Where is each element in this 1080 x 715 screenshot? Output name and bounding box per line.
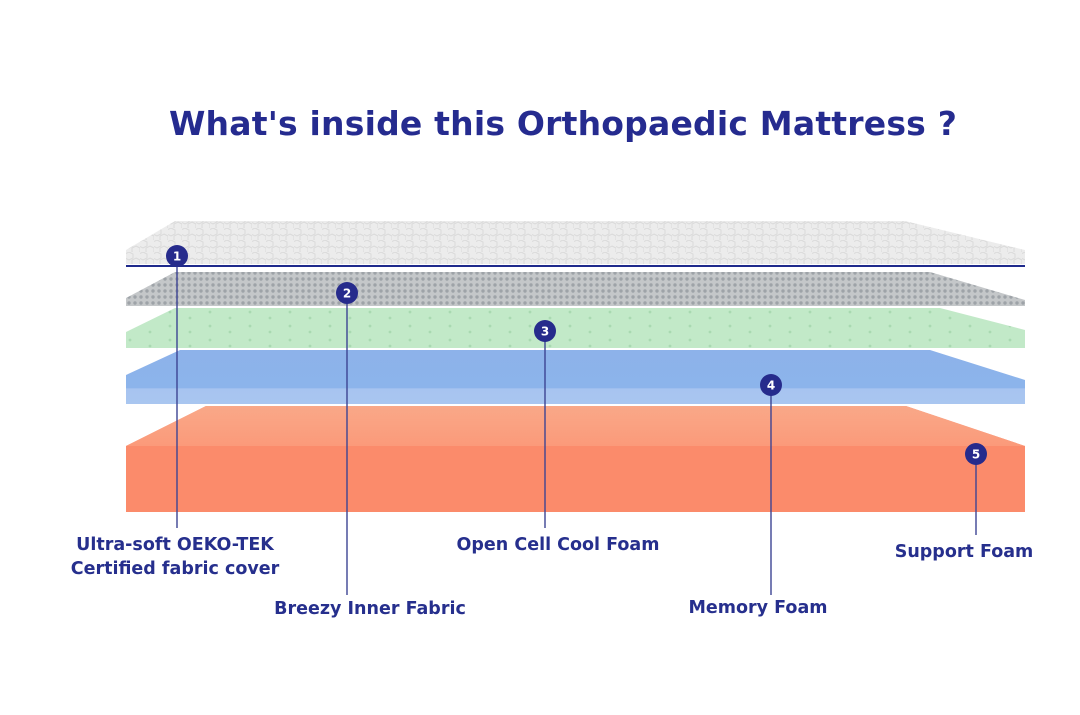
layer-memory-foam [126, 350, 1025, 404]
label-line: Certified fabric cover [70, 559, 280, 579]
badge-3: 3 [534, 320, 556, 342]
badge-number: 5 [972, 448, 980, 462]
page-title: What's inside this Orthopaedic Mattress … [168, 104, 958, 143]
label-line: Open Cell Cool Foam [456, 535, 660, 555]
badge-number: 4 [767, 379, 775, 393]
layer-cool-foam [126, 308, 1025, 348]
label-line: Ultra-soft OEKO-TEK [76, 535, 274, 555]
badge-5: 5 [965, 443, 987, 465]
label-fabric-cover: Ultra-soft OEKO-TEK Certified fabric cov… [40, 533, 310, 581]
badge-number: 2 [343, 287, 351, 301]
label-support-foam: Support Foam [884, 540, 1044, 564]
badge-number: 1 [173, 250, 181, 264]
label-memory-foam: Memory Foam [668, 596, 848, 620]
layer-inner-fabric [126, 272, 1025, 306]
layer-support-foam [126, 406, 1025, 512]
leader-lines [176, 256, 977, 595]
label-cool-foam: Open Cell Cool Foam [440, 533, 676, 557]
badge-2: 2 [336, 282, 358, 304]
label-line: Support Foam [894, 542, 1034, 562]
label-inner-fabric: Breezy Inner Fabric [260, 597, 480, 621]
label-line: Breezy Inner Fabric [274, 599, 466, 619]
badge-1: 1 [166, 245, 188, 267]
label-line: Memory Foam [688, 598, 828, 618]
badge-number: 3 [541, 325, 549, 339]
layer-fabric-cover [126, 221, 1025, 267]
badge-4: 4 [760, 374, 782, 396]
